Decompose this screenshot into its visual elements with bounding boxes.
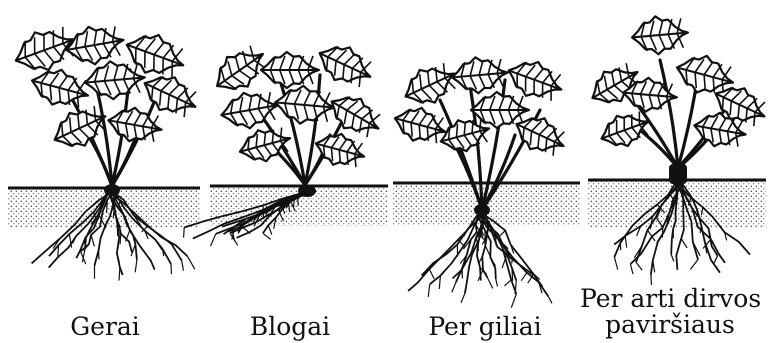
leaf — [312, 37, 378, 93]
plant-blogai — [184, 37, 388, 246]
plant-per-arti-dirvos-pavirsiaus — [584, 14, 770, 285]
leaf — [630, 14, 689, 57]
caption-per-arti-dirvos-pavirsiaus: Per arti dirvos paviršiaus — [580, 286, 760, 338]
caption-blogai: Blogai — [210, 314, 370, 340]
leaf — [63, 21, 127, 68]
leaf — [451, 55, 510, 96]
caption-line: Per giliai — [390, 314, 580, 340]
caption-line: paviršiaus — [580, 312, 760, 338]
leaf — [47, 100, 113, 156]
roots — [408, 214, 552, 308]
crown — [474, 204, 490, 216]
caption-line: Gerai — [30, 314, 180, 340]
caption-line: Blogai — [210, 314, 370, 340]
caption-gerai: Gerai — [30, 314, 180, 340]
crown — [669, 164, 687, 184]
leaf — [218, 87, 281, 133]
leaf — [261, 52, 319, 88]
leaf — [323, 87, 387, 143]
caption-per-giliai: Per giliai — [390, 314, 580, 340]
plant-per-giliai — [390, 54, 580, 308]
caption-line: Per arti dirvos — [580, 286, 760, 312]
leaf — [27, 63, 92, 113]
leaf — [312, 128, 369, 172]
leaf — [398, 57, 462, 112]
leaf — [83, 58, 146, 101]
plant-gerai — [8, 21, 203, 281]
